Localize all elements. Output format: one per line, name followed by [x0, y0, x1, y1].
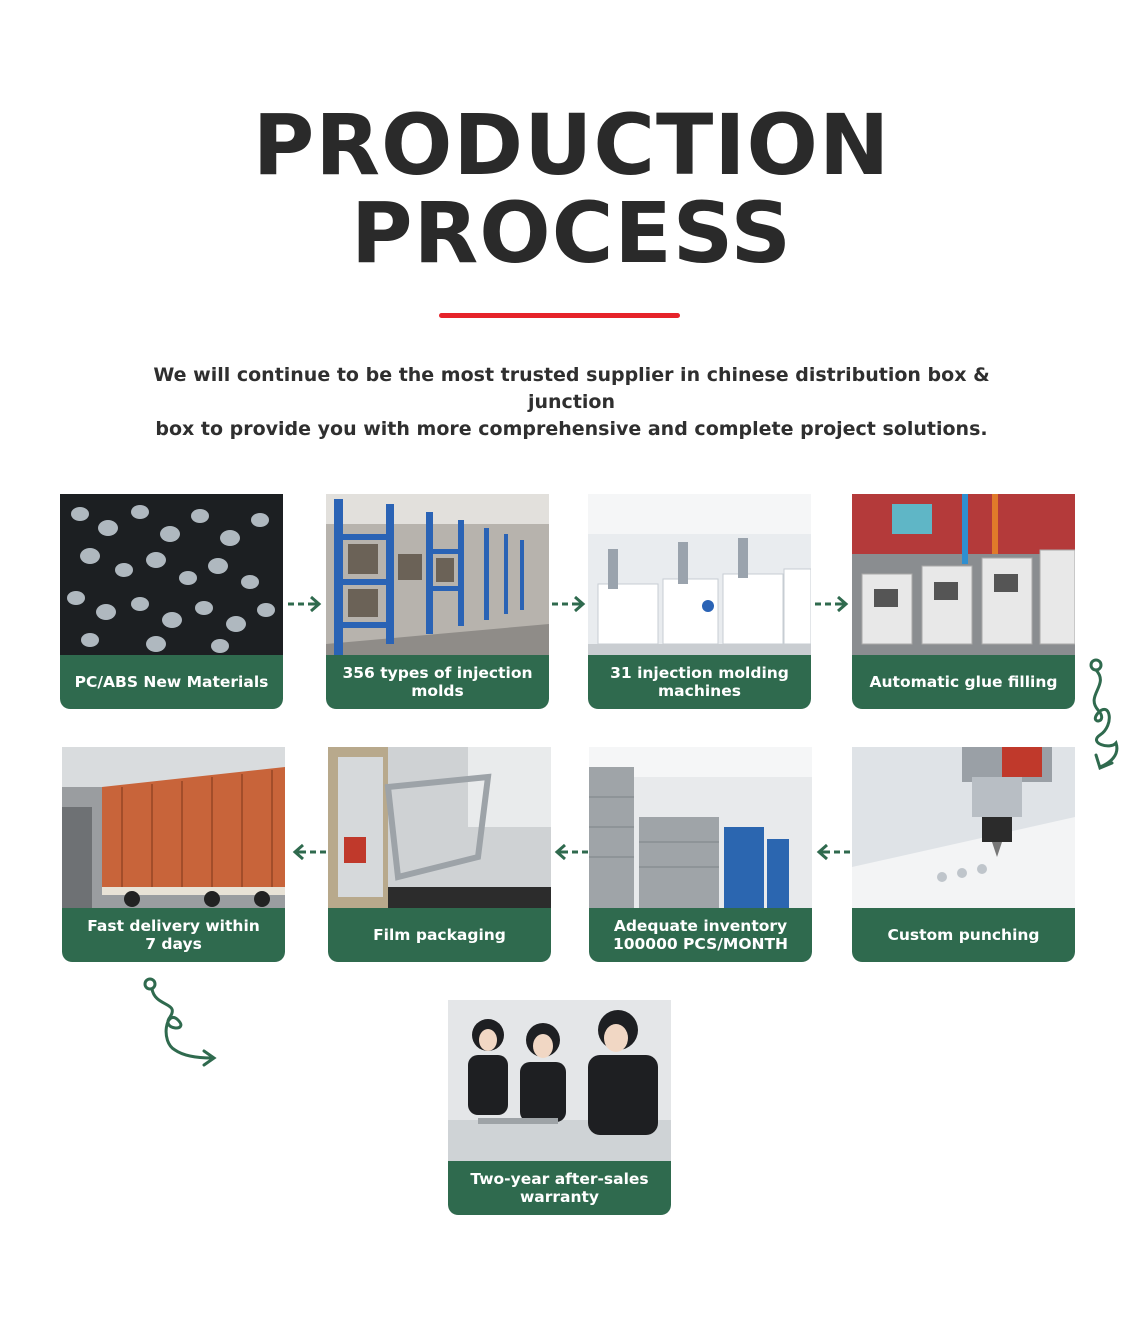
- cnc-punching-photo: [852, 747, 1075, 908]
- arrow-left-icon: [816, 843, 850, 861]
- step-label-line1: 356 types of injection: [342, 664, 533, 682]
- arrow-left-icon: [292, 843, 326, 861]
- step-label: Film packaging: [328, 908, 551, 962]
- warehouse-inventory-photo: [589, 747, 812, 908]
- customer-service-team-photo: [448, 1000, 671, 1161]
- title-divider: [439, 313, 680, 318]
- step-card-packaging: Film packaging: [328, 747, 551, 962]
- step-label-line1: 31 injection molding: [610, 664, 789, 682]
- step-label-line1: Two-year after-sales: [470, 1170, 649, 1188]
- step-label-line1: Film packaging: [373, 926, 506, 944]
- glue-filling-machine-photo: [852, 494, 1075, 655]
- arrow-left-icon: [554, 843, 588, 861]
- step-label-line2: machines: [658, 682, 741, 700]
- page-title-line2: PROCESS: [351, 184, 792, 282]
- arrow-right-icon: [288, 595, 322, 613]
- step-label-line1: Adequate inventory: [613, 917, 788, 935]
- step-label-line2: 100000 PCS/MONTH: [612, 935, 789, 953]
- step-label-line1: PC/ABS New Materials: [74, 673, 269, 691]
- step-label: PC/ABS New Materials: [60, 655, 283, 709]
- step-card-punching: Custom punching: [852, 747, 1075, 962]
- curly-arrow-right-icon: [143, 977, 217, 1067]
- film-packaging-machine-photo: [328, 747, 551, 908]
- step-label: Custom punching: [852, 908, 1075, 962]
- injection-machines-photo: [588, 494, 811, 655]
- page-subtitle: We will continue to be the most trusted …: [120, 362, 1023, 443]
- step-label-line1: Automatic glue filling: [869, 673, 1058, 691]
- arrow-right-icon: [815, 595, 849, 613]
- step-label: Automatic glue filling: [852, 655, 1075, 709]
- curly-arrow-down-icon: [1089, 658, 1119, 771]
- step-card-materials: PC/ABS New Materials: [60, 494, 283, 709]
- step-label-line2: molds: [411, 682, 464, 700]
- step-label-line1: Fast delivery within: [87, 917, 260, 935]
- subtitle-line2: box to provide you with more comprehensi…: [155, 418, 988, 440]
- page-title-line1: PRODUCTION: [252, 96, 891, 194]
- step-label-line1: Custom punching: [887, 926, 1040, 944]
- mold-storage-racks-photo: [326, 494, 549, 655]
- subtitle-line1: We will continue to be the most trusted …: [153, 364, 990, 413]
- arrow-right-icon: [552, 595, 586, 613]
- container-truck-photo: [62, 747, 285, 908]
- step-label-line2: warranty: [519, 1188, 600, 1206]
- step-label-line2: 7 days: [145, 935, 202, 953]
- plastic-pellets-photo: [60, 494, 283, 655]
- step-card-glue: Automatic glue filling: [852, 494, 1075, 709]
